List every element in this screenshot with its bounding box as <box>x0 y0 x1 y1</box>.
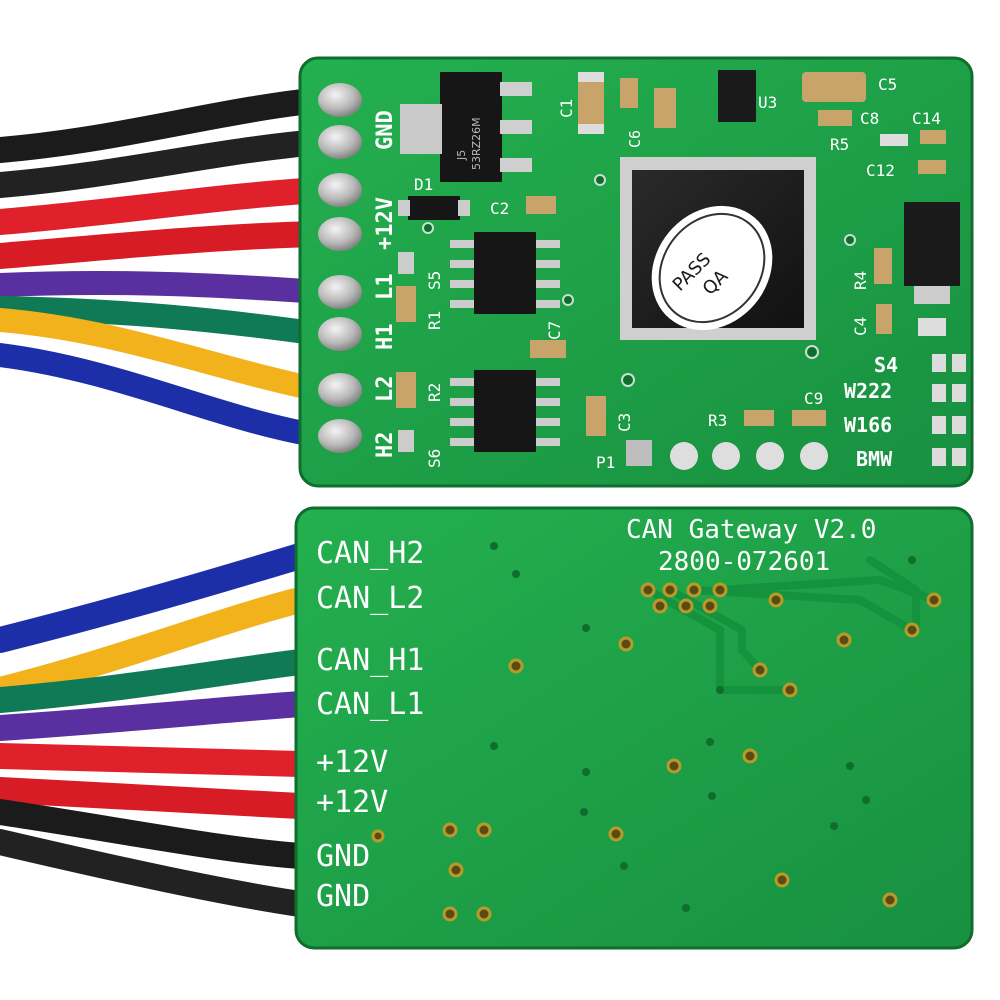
pin-label-can-l2: CAN_L2 <box>316 581 424 616</box>
qa-sticker <box>651 205 773 331</box>
pin-label-can-l1: CAN_L1 <box>316 687 424 722</box>
pin-label-h2: H2 <box>373 432 398 459</box>
wire-red <box>0 221 333 269</box>
vias <box>371 582 942 922</box>
wire-black <box>0 799 313 869</box>
solder-pads <box>318 83 362 453</box>
pin-label-12v: +12V <box>373 197 398 250</box>
jumper-bmw: BMW <box>856 447 893 471</box>
jumper-w222: W222 <box>844 379 892 403</box>
ref-r5: R5 <box>830 135 849 154</box>
transceiver-chip-2 <box>450 370 560 452</box>
pin-label-gnd-2: GND <box>316 879 370 914</box>
top-board: GND +12V H1 L1 L2 H2 J5 53RZ26M D1 C1 <box>0 56 974 488</box>
ref-p1: P1 <box>596 453 615 472</box>
pin-label-12v-1: +12V <box>316 745 388 780</box>
wire-red <box>0 777 313 819</box>
board-part-number: 2800-072601 <box>658 547 830 577</box>
ref-c7: C7 <box>545 321 564 340</box>
pin-label-h1: H1 <box>373 324 398 351</box>
wire-yellow <box>0 587 313 703</box>
ref-u3: U3 <box>758 93 777 112</box>
pin-label-gnd-1: GND <box>316 839 370 874</box>
ref-r2: R2 <box>425 383 444 402</box>
wire-green <box>0 296 332 346</box>
ref-d1: D1 <box>414 175 433 194</box>
ref-c1: C1 <box>557 99 576 118</box>
ref-c5: C5 <box>878 75 897 94</box>
regulator-marking-1: J5 <box>455 150 468 161</box>
wire-green <box>0 649 313 713</box>
ref-c9: C9 <box>804 389 823 408</box>
wire-red <box>0 743 313 777</box>
ref-s4: S4 <box>874 353 898 377</box>
voltage-regulator: J5 53RZ26M <box>400 72 532 182</box>
board-title: CAN Gateway V2.0 <box>626 515 876 545</box>
transceiver-chip-1 <box>450 232 560 314</box>
bottom-board: CAN Gateway V2.0 2800-072601 CAN_H2 CAN_… <box>0 506 974 950</box>
ref-c12: C12 <box>866 161 895 180</box>
wire-purple <box>0 270 332 304</box>
pin-label-12v-2: +12V <box>316 785 388 820</box>
wire-blue <box>0 543 313 653</box>
wire-red <box>0 177 333 235</box>
ref-c4: C4 <box>851 317 870 336</box>
bottom-wires <box>0 543 313 917</box>
ref-s6: S6 <box>425 449 444 468</box>
ref-s5: S5 <box>425 271 444 290</box>
ref-c8: C8 <box>860 109 879 128</box>
jumper-w166: W166 <box>844 413 892 437</box>
wire-purple <box>0 691 313 741</box>
regulator-marking-2: 53RZ26M <box>470 117 483 170</box>
ref-c2: C2 <box>490 199 509 218</box>
pin-label-can-h1: CAN_H1 <box>316 643 424 678</box>
pin-label-gnd: GND <box>373 110 398 150</box>
wire-black <box>0 87 333 163</box>
bottom-pcb <box>296 508 972 948</box>
pin-label-l1: L1 <box>373 274 398 301</box>
top-pin-labels: GND +12V H1 L1 L2 H2 <box>373 110 398 458</box>
ref-r1: R1 <box>425 311 444 330</box>
wire-black <box>0 129 333 198</box>
wire-blue <box>0 343 332 448</box>
wire-yellow <box>0 308 332 402</box>
ref-r3: R3 <box>708 411 727 430</box>
pin-label-l2: L2 <box>373 376 398 403</box>
ref-c3: C3 <box>615 413 634 432</box>
ref-c6: C6 <box>626 130 644 148</box>
ref-r4: R4 <box>851 271 870 290</box>
wire-black <box>0 829 313 917</box>
microcontroller: PASS QA <box>620 157 816 340</box>
top-wires <box>0 87 333 448</box>
pin-label-can-h2: CAN_H2 <box>316 536 424 571</box>
ref-c14: C14 <box>912 109 941 128</box>
